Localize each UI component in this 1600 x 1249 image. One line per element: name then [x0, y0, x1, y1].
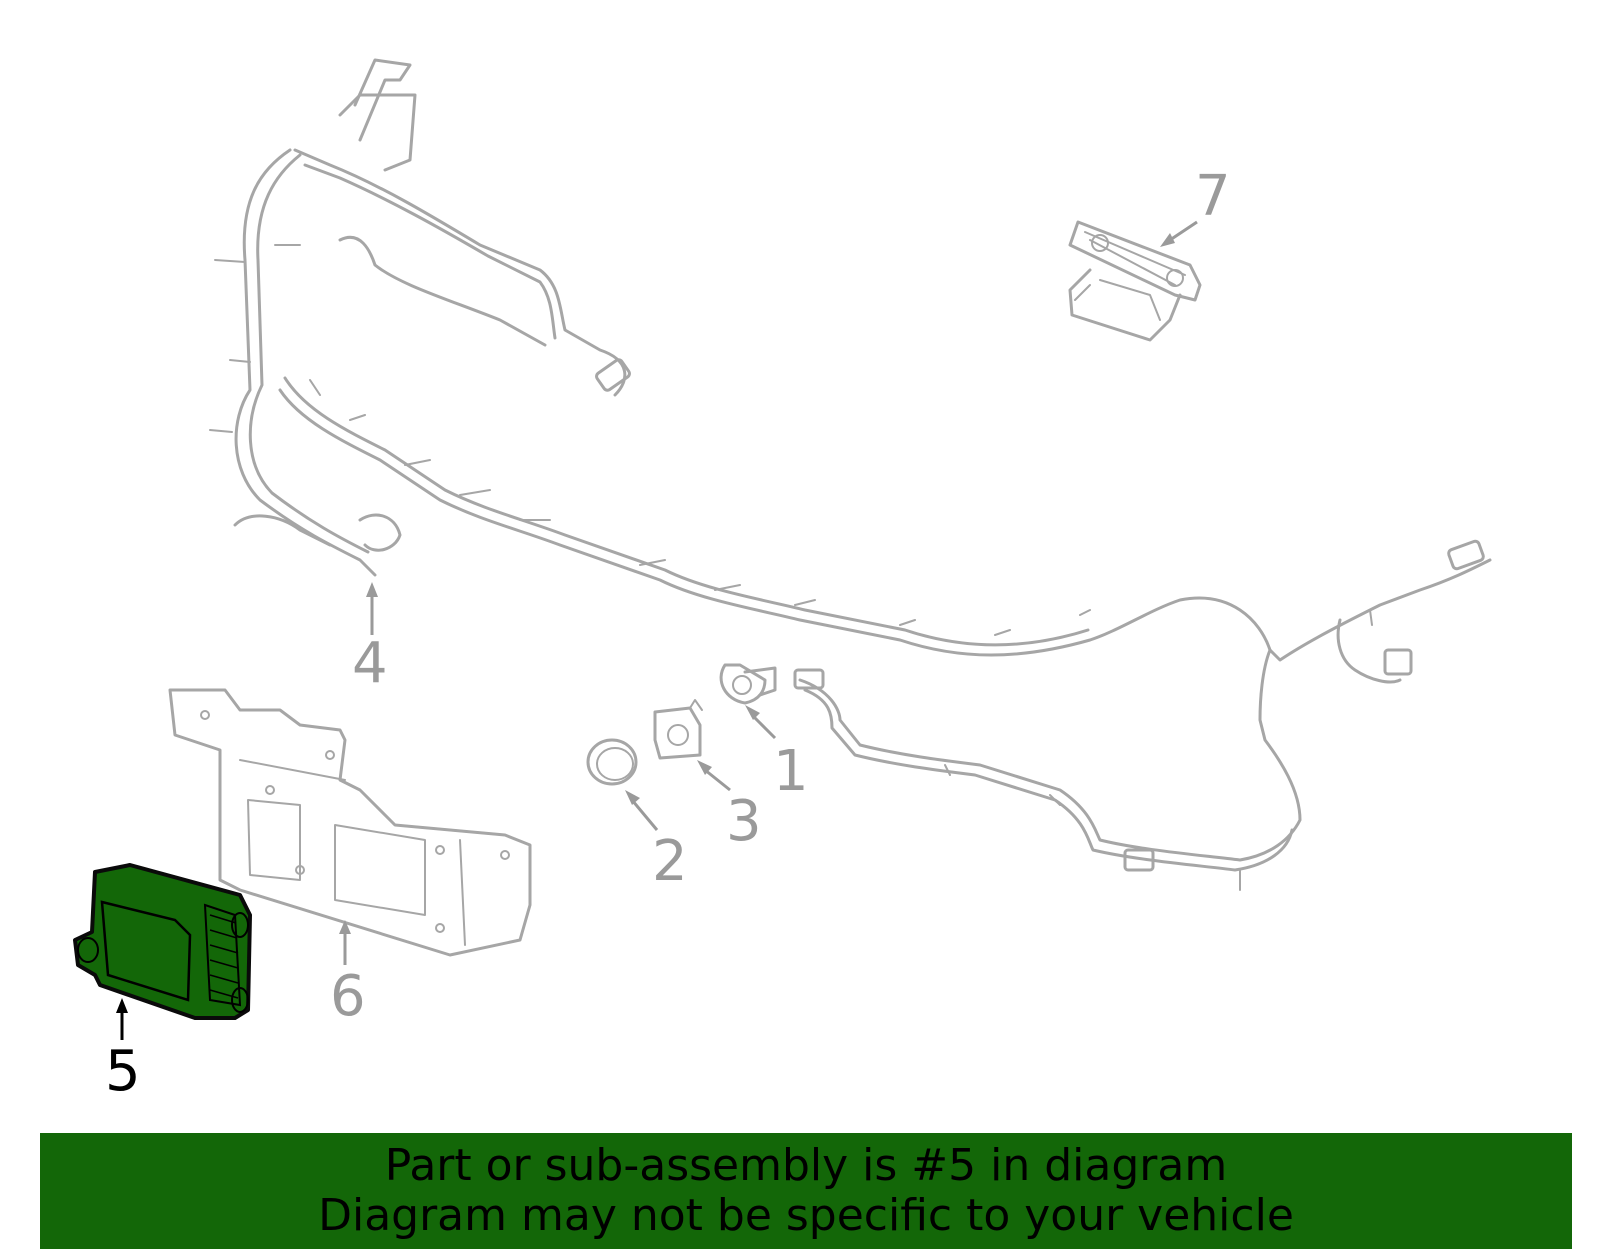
banner-line-2: Diagram may not be specific to your vehi… — [318, 1190, 1294, 1241]
callout-6: 6 — [330, 964, 366, 1029]
leader-arrow-6 — [339, 920, 351, 965]
bracket-part-3 — [653, 699, 703, 760]
leader-arrow-2 — [625, 790, 659, 831]
bracket-part-7 — [1068, 220, 1202, 342]
lower-wiring-harness — [793, 609, 1413, 891]
callout-3: 3 — [726, 789, 762, 854]
leader-arrow-1 — [745, 705, 777, 740]
info-banner: Part or sub-assembly is #5 in diagram Di… — [40, 1133, 1572, 1249]
leader-arrow-7 — [1160, 220, 1198, 247]
callout-4: 4 — [352, 631, 388, 696]
leader-arrow-4 — [366, 582, 378, 635]
leader-arrow-5 — [116, 998, 128, 1040]
callout-5: 5 — [105, 1039, 141, 1104]
clip-part-1 — [719, 663, 777, 705]
callout-2: 2 — [652, 829, 688, 894]
radar-module-part-5 — [73, 863, 252, 1020]
cap-part-2 — [586, 738, 638, 786]
leader-arrow-3 — [697, 760, 731, 792]
mounting-bracket-part-6 — [168, 688, 532, 957]
banner-line-1: Part or sub-assembly is #5 in diagram — [384, 1140, 1228, 1191]
callout-7: 7 — [1195, 164, 1231, 229]
wiring-harness-part-4 — [209, 58, 1492, 662]
callout-1: 1 — [773, 739, 809, 804]
